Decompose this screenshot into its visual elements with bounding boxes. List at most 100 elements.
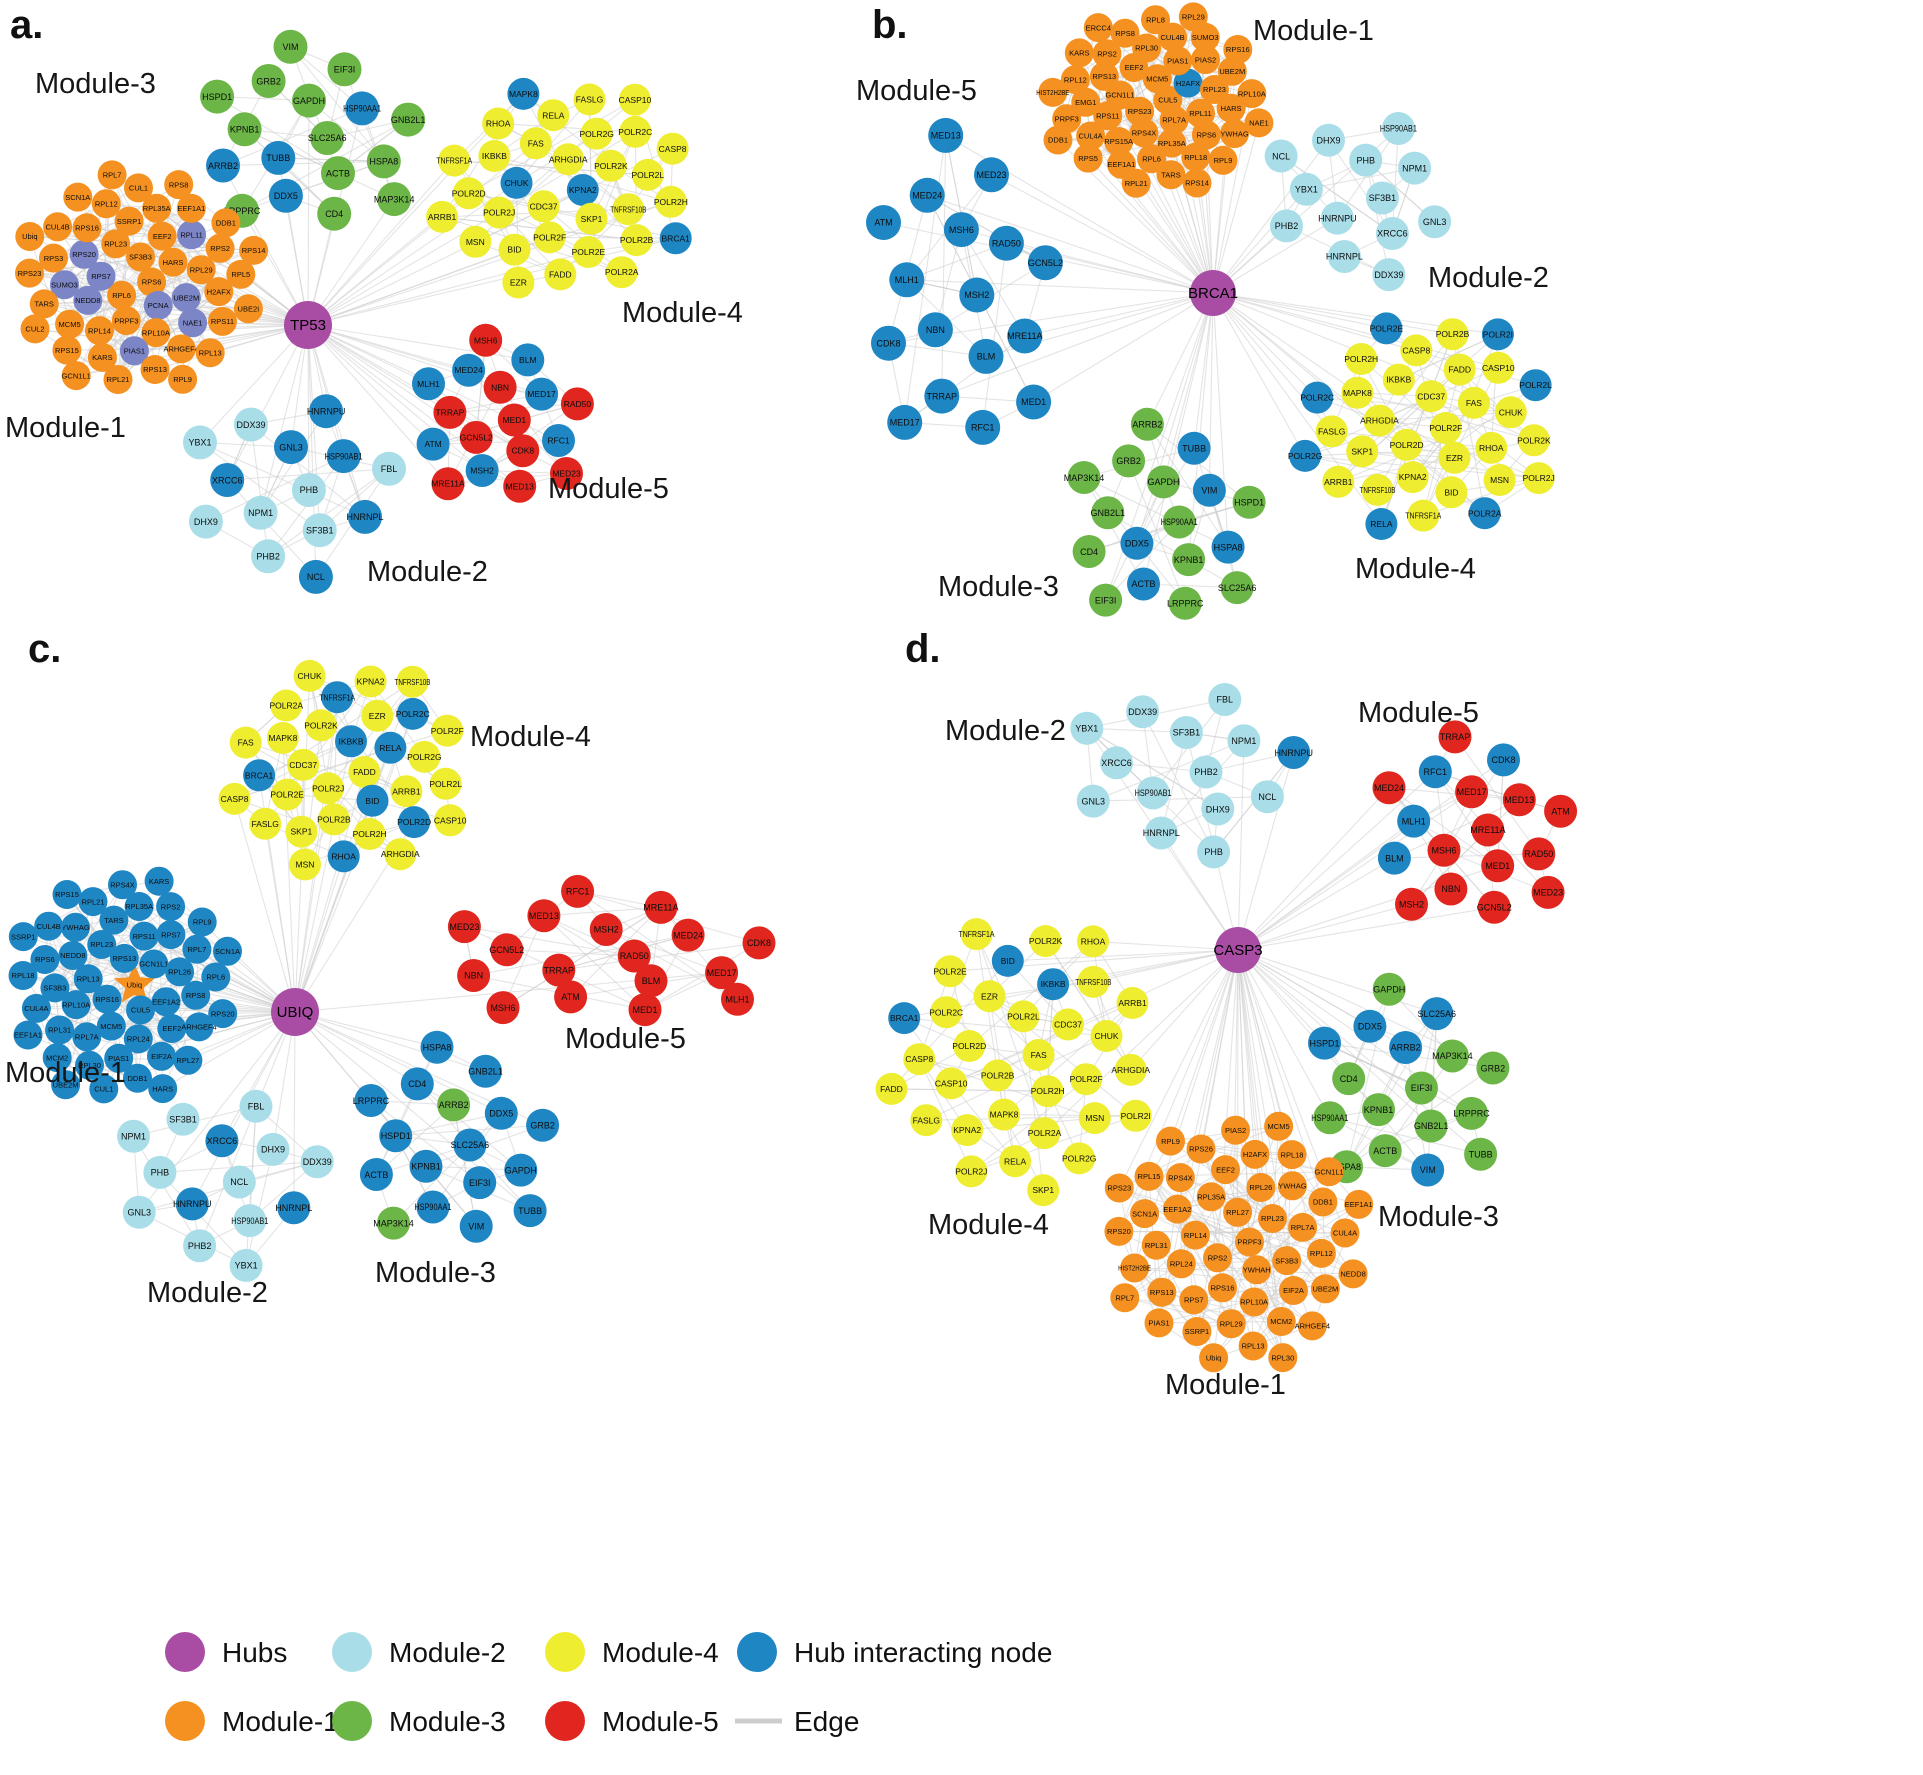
node-label: GCN5L2 bbox=[489, 945, 524, 955]
node-label: SF3B3 bbox=[43, 984, 66, 993]
node-RAD50 bbox=[988, 225, 1024, 261]
node-CUL1 bbox=[124, 173, 153, 203]
node-GCN1L1 bbox=[1314, 1157, 1344, 1187]
node-label: GRB2 bbox=[530, 1121, 555, 1131]
node-EMG1 bbox=[1071, 87, 1101, 117]
node-label: YBX1 bbox=[1075, 724, 1098, 734]
node-label: KARS bbox=[1069, 49, 1089, 58]
node-SUMO3 bbox=[50, 270, 79, 300]
node-label: MED24 bbox=[912, 191, 942, 201]
node-POLR2B bbox=[981, 1059, 1014, 1092]
node-FASLG bbox=[573, 83, 606, 116]
node-H2AFX bbox=[1173, 68, 1203, 98]
node-ARHGEF4 bbox=[1297, 1311, 1327, 1341]
node-label: ARRB1 bbox=[1118, 998, 1147, 1008]
node-RPL24 bbox=[1166, 1249, 1196, 1279]
node-label: IKBKB bbox=[338, 736, 363, 746]
node-label: UBE2M bbox=[1219, 67, 1245, 76]
node-label: PIAS2 bbox=[1225, 1126, 1246, 1135]
node-label: MSH2 bbox=[964, 290, 989, 300]
node-label: NAE1 bbox=[1249, 119, 1269, 128]
node-label: RPL12 bbox=[1064, 75, 1087, 84]
node-POLR2L bbox=[1007, 1000, 1040, 1033]
node-label: POLR2F bbox=[1429, 423, 1462, 433]
node-MRE11A bbox=[1471, 813, 1505, 847]
node-FBL bbox=[239, 1089, 273, 1123]
node-MCM5 bbox=[1264, 1111, 1294, 1141]
node-label: RPS2 bbox=[1208, 1254, 1228, 1263]
node-label: HNRNPL bbox=[346, 512, 383, 522]
node-label: CUL4A bbox=[1079, 132, 1103, 141]
node-label: GAPDH bbox=[505, 1165, 537, 1175]
node-label: SF3B1 bbox=[306, 526, 334, 536]
node-HSPD1 bbox=[1308, 1026, 1341, 1060]
node-GCN5L2 bbox=[1477, 890, 1511, 924]
node-label: MLH1 bbox=[895, 275, 919, 285]
node-label: BRCA1 bbox=[245, 770, 274, 780]
node-label: FBL bbox=[381, 464, 398, 474]
node-label: POLR2C bbox=[396, 709, 430, 719]
node-BID bbox=[991, 944, 1024, 977]
node-POLR2K bbox=[1029, 925, 1062, 958]
node-label: YBX1 bbox=[188, 438, 211, 448]
node-BLM bbox=[634, 964, 668, 998]
node-BLM bbox=[1377, 841, 1411, 875]
node-RPL10A bbox=[61, 990, 91, 1020]
node-HSP90AA1 bbox=[416, 1190, 450, 1224]
node-EEF2 bbox=[147, 221, 177, 251]
node-KPNA2 bbox=[354, 665, 387, 698]
node-POLR2G bbox=[408, 740, 441, 773]
node-label: RPL27 bbox=[1226, 1208, 1249, 1217]
node-label: RPL31 bbox=[1145, 1241, 1168, 1250]
node-POLR2A bbox=[605, 256, 638, 289]
node-CDK8 bbox=[742, 926, 776, 960]
node-TRRAP bbox=[433, 395, 467, 429]
node-label: KPNA2 bbox=[569, 185, 597, 195]
node-BLM bbox=[968, 338, 1004, 374]
node-ARRB2 bbox=[1130, 407, 1164, 441]
node-label: RPL26 bbox=[1249, 1183, 1272, 1192]
node-label: RPS7 bbox=[1184, 1296, 1204, 1305]
generated-network: SLC25A6TUBBGAPDHACTBKPNB1HSP90AA1DDX5GRB… bbox=[8, 2, 1578, 1373]
node-label: DDX5 bbox=[1358, 1022, 1382, 1032]
node-label: MAP3K14 bbox=[374, 194, 415, 204]
node-label: RPS13 bbox=[1092, 72, 1116, 81]
node-label: POLR2F bbox=[431, 726, 464, 736]
node-label: HNRNPU bbox=[173, 1199, 212, 1209]
node-label: SLC25A6 bbox=[308, 133, 347, 143]
node-label: MAPK8 bbox=[1343, 388, 1372, 398]
node-HNRNPL bbox=[348, 499, 382, 534]
nodes: PHB2HSP90AB1SF3B1DHX9XRCC6NPM1HNRNPLDDX3… bbox=[875, 683, 1578, 1373]
node-SF3B3 bbox=[126, 242, 155, 272]
node-POLR2L bbox=[631, 158, 664, 191]
node-label: POLR2K bbox=[1517, 435, 1551, 445]
node-MED1 bbox=[1481, 849, 1515, 883]
node-CASP10 bbox=[1482, 351, 1515, 384]
node-RPL12 bbox=[1306, 1238, 1336, 1268]
node-POLR2K bbox=[1517, 424, 1550, 457]
node-MED1 bbox=[1016, 384, 1052, 420]
node-HSPD1 bbox=[200, 79, 235, 114]
node-RPL8 bbox=[1141, 5, 1170, 35]
node-HSP90AA1 bbox=[1313, 1101, 1347, 1135]
node-MSH6 bbox=[943, 212, 979, 248]
node-label: MED13 bbox=[506, 481, 535, 491]
node-GRB2 bbox=[1112, 444, 1146, 478]
node-label: RPL13 bbox=[199, 348, 222, 357]
node-label: XRCC6 bbox=[207, 1136, 238, 1146]
node-label: MED13 bbox=[931, 131, 961, 141]
node-label: CUL1 bbox=[129, 184, 148, 193]
node-PCNA bbox=[143, 290, 173, 320]
node-KPNA2 bbox=[951, 1114, 984, 1147]
node-TARS bbox=[99, 905, 129, 935]
node-RPL13 bbox=[1238, 1331, 1268, 1361]
node-label: ARRB1 bbox=[392, 786, 421, 796]
node-RPS5 bbox=[1073, 143, 1103, 173]
node-SF3B3 bbox=[1272, 1246, 1302, 1276]
node-MAP3K14 bbox=[1435, 1039, 1469, 1073]
node-IKBKB bbox=[1037, 968, 1070, 1001]
node-label: SF3B1 bbox=[1173, 728, 1201, 738]
node-ARRB2 bbox=[437, 1088, 471, 1122]
node-MSN bbox=[459, 225, 492, 258]
node-label: MLH1 bbox=[417, 379, 440, 389]
